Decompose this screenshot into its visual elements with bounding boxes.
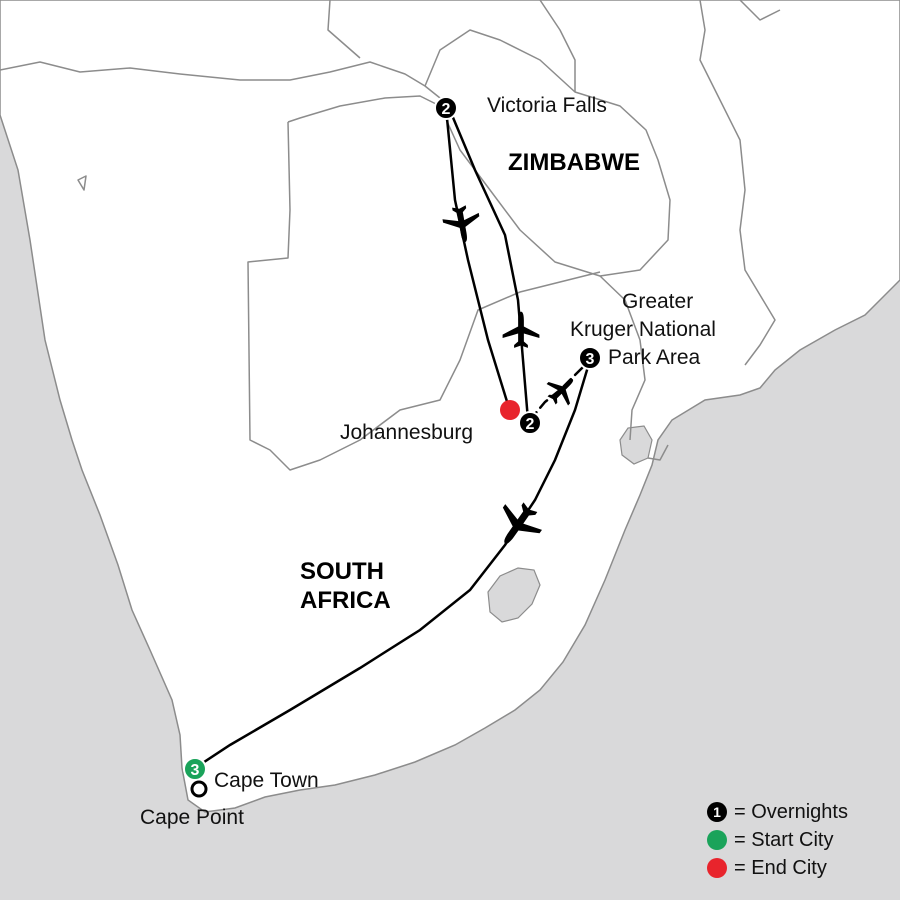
svg-text:3: 3 (586, 351, 595, 368)
marker-greater-kruger: 3 (578, 346, 602, 370)
label-johannesburg: Johannesburg (340, 421, 474, 444)
start-city-dot-icon (707, 830, 727, 850)
label-zimbabwe: ZIMBABWE (508, 149, 640, 176)
legend-row-end: = End City (706, 854, 896, 882)
plane-icon (442, 205, 480, 243)
overnights-marker-icon: 1 (707, 802, 727, 822)
legend-overnights-label: = Overnights (734, 800, 848, 823)
plane-icon (502, 502, 542, 544)
country-borders (0, 0, 781, 471)
label-greater-kruger-1: Greater (622, 290, 694, 313)
lesotho (487, 567, 541, 623)
plane-icon (546, 378, 574, 406)
marker-cape-point (190, 780, 208, 798)
label-greater-kruger-3: Park Area (608, 346, 701, 369)
marker-victoria-falls: 2 (434, 96, 458, 120)
route-vfa-jnb-west (444, 106, 511, 410)
marker-johannesburg: 2 (518, 411, 542, 435)
svg-text:2: 2 (442, 101, 451, 118)
legend-row-start: = Start City (706, 826, 896, 854)
svg-text:1: 1 (713, 804, 721, 820)
legend: 1 = Overnights = Start City = End City (706, 798, 896, 882)
plane-icon (502, 311, 540, 348)
end-city-marker (500, 400, 520, 420)
label-greater-kruger-2: Kruger National (570, 318, 716, 341)
route-vfa-jnb-east (447, 106, 530, 422)
label-cape-town: Cape Town (214, 769, 319, 792)
legend-start-label: = Start City (734, 828, 834, 851)
route-kruger-cpt (193, 358, 592, 770)
legend-row-overnights: 1 = Overnights (706, 798, 896, 826)
label-south-africa-2: AFRICA (300, 587, 391, 614)
label-cape-point: Cape Point (140, 806, 244, 829)
legend-end-label: = End City (734, 856, 827, 879)
marker-cape-town: 3 (183, 757, 207, 781)
label-south-africa-1: SOUTH (300, 558, 384, 585)
label-victoria-falls: Victoria Falls (487, 94, 607, 117)
svg-text:3: 3 (191, 762, 200, 779)
svg-text:2: 2 (526, 416, 535, 433)
land-mass (0, 0, 900, 813)
end-city-dot-icon (707, 858, 727, 878)
